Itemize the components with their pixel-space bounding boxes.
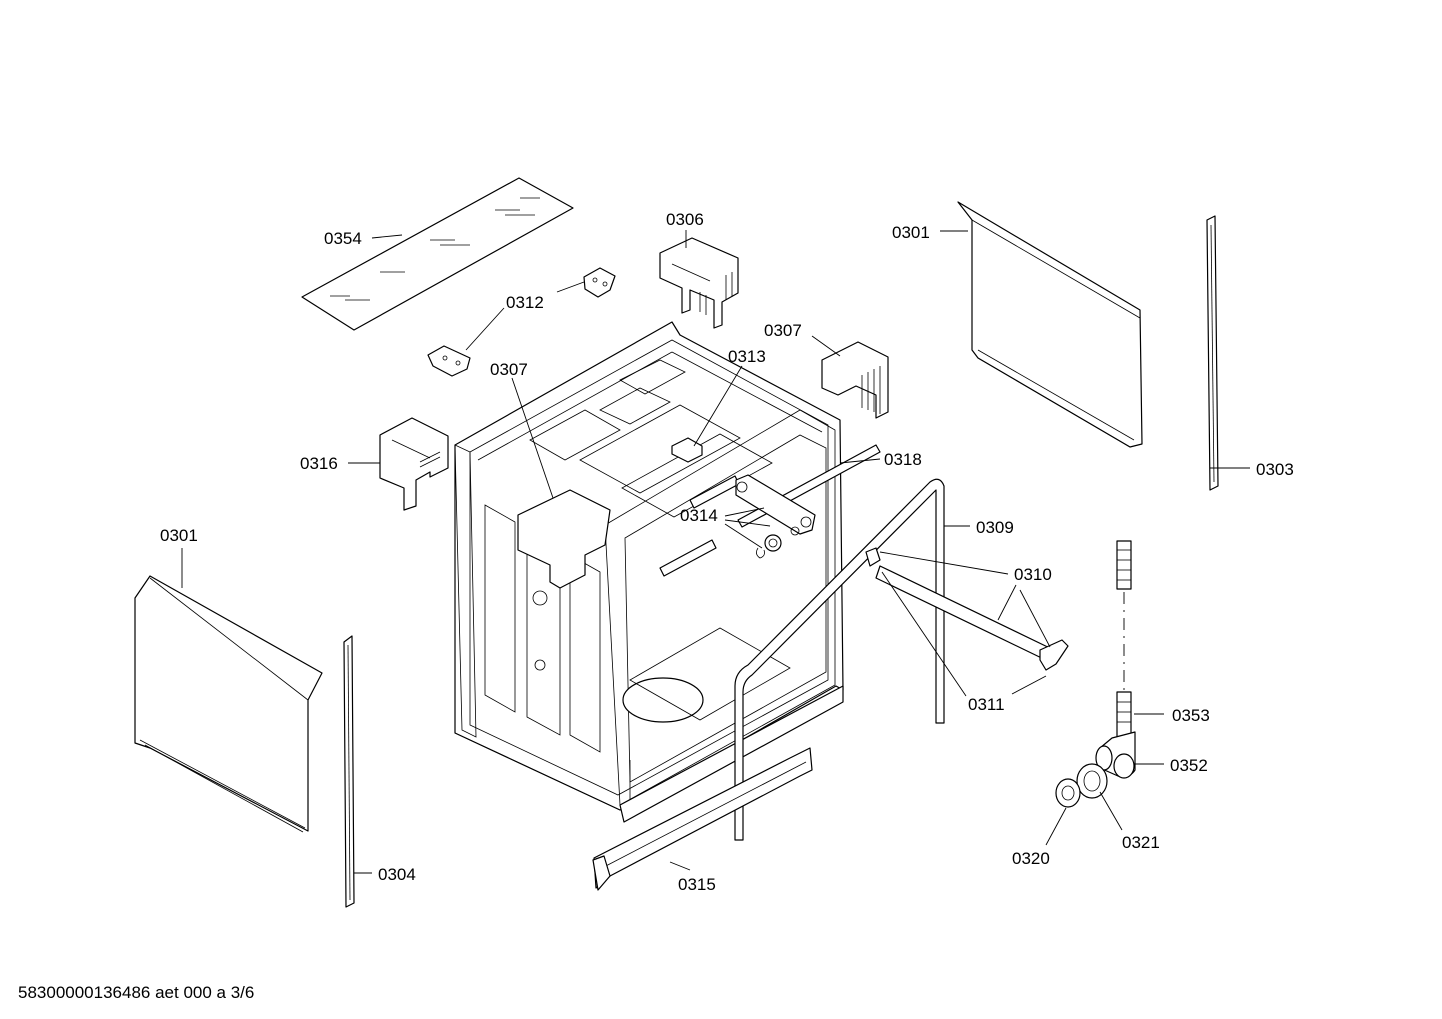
part-0313-clip [671, 437, 703, 463]
part-0315-bottom-rail [592, 747, 813, 891]
part-0314-hinge [735, 474, 816, 559]
part-0301-side-panel-left [134, 575, 323, 833]
label-0303: 0303 [1256, 460, 1294, 479]
label-0309: 0309 [976, 518, 1014, 537]
part-0307-clip-right [821, 341, 889, 419]
part-0320-nut [1055, 778, 1081, 808]
part-0352-fitting [1095, 731, 1136, 779]
label-0306: 0306 [666, 210, 704, 229]
document-footer-id: 58300000136486 aet 000 a 3/6 [18, 983, 254, 1002]
leader-lines [181, 230, 1250, 874]
part-0353-hose [1116, 540, 1132, 738]
label-0314: 0314 [680, 506, 718, 525]
label-0311: 0311 [968, 695, 1005, 714]
label-0315: 0315 [678, 875, 716, 894]
label-0301-top: 0301 [892, 223, 930, 242]
label-0354: 0354 [324, 229, 362, 248]
part-0309-door-seal [734, 478, 945, 841]
part-0303-strip-right [1206, 215, 1219, 491]
label-0318: 0318 [884, 450, 922, 469]
part-0312-bracket-upper [583, 267, 616, 298]
part-0304-strip-left [343, 635, 355, 908]
label-0313: 0313 [728, 347, 766, 366]
part-0310-rail [865, 547, 1069, 671]
label-0312: 0312 [506, 293, 544, 312]
label-0304: 0304 [378, 865, 416, 884]
part-labels: 0354 0306 0312 0301 0307 0307 0313 0316 … [160, 210, 1294, 894]
label-0320: 0320 [1012, 849, 1050, 868]
label-0307-left: 0307 [490, 360, 528, 379]
label-0352: 0352 [1170, 756, 1208, 775]
label-0310: 0310 [1014, 565, 1052, 584]
part-tub-cabinet [454, 321, 844, 823]
part-0354-insulation-mat [301, 177, 574, 331]
label-0321: 0321 [1122, 833, 1160, 852]
part-0312-bracket-lower [427, 345, 471, 377]
part-0307-clip-on-tub [517, 489, 611, 671]
label-0353: 0353 [1172, 706, 1210, 725]
label-0316: 0316 [300, 454, 338, 473]
label-0307-top: 0307 [764, 321, 802, 340]
part-0301-side-panel-right [957, 201, 1143, 448]
part-0321-ring [1076, 763, 1108, 799]
label-0301-left: 0301 [160, 526, 198, 545]
part-0316-clip [379, 417, 449, 511]
part-0306-clip [659, 237, 739, 329]
